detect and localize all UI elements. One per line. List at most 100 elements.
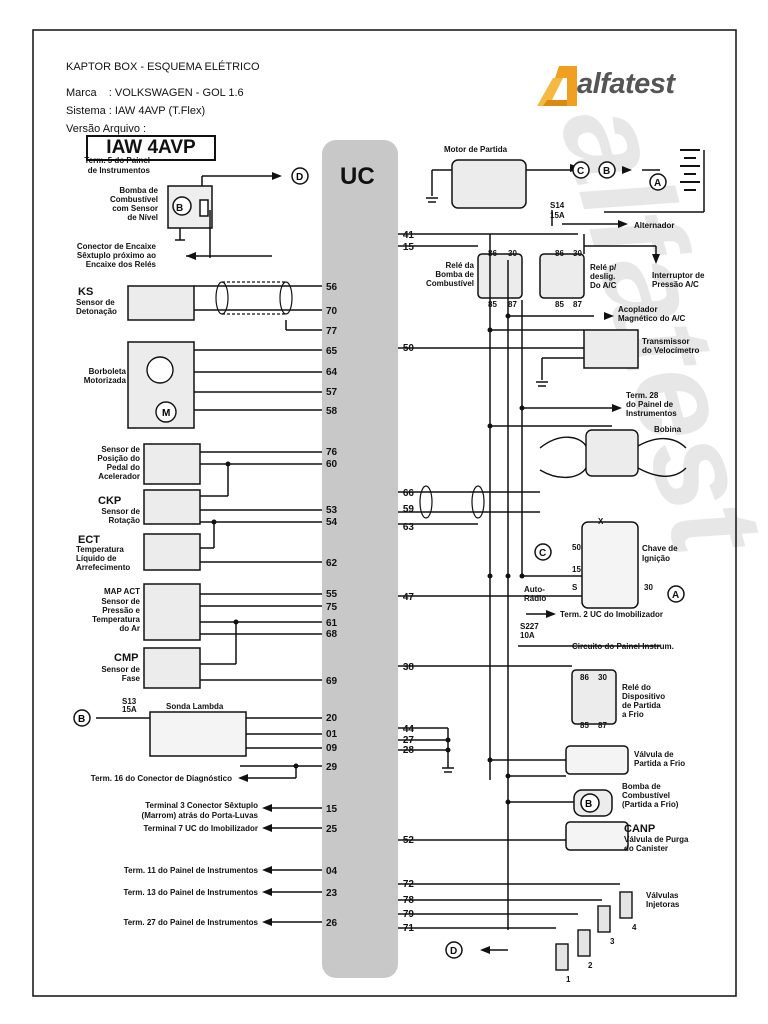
label-bomba-1: Bomba de — [119, 186, 158, 195]
label-ect-3: Arrefecimento — [76, 563, 130, 572]
label-s14-2: 15A — [550, 211, 565, 220]
sonda-box — [149, 711, 247, 757]
label-bobina: Bobina — [654, 425, 682, 434]
pin-68: 68 — [326, 629, 338, 640]
label-transmissor-2: do Velocímetro — [642, 346, 699, 355]
rele-ac-pin-85: 85 — [555, 300, 564, 309]
label-ks-1: Sensor de — [76, 298, 115, 307]
label-conector-3: Encaixe dos Relés — [86, 260, 157, 269]
label-term28-3: Instrumentos — [626, 409, 677, 418]
label-ckp-1: Sensor de — [101, 507, 140, 516]
pin-56: 56 — [326, 282, 338, 293]
ground-symbols — [426, 197, 548, 773]
circle-c-top — [572, 161, 590, 179]
label-pedal-3: Pedal do — [107, 463, 140, 472]
right-top — [451, 159, 639, 851]
ect-sensor-box — [143, 533, 201, 571]
injector-num-1: 1 — [566, 975, 571, 984]
pin-61: 61 — [326, 618, 338, 629]
label-s14-1: S14 — [550, 201, 565, 210]
circle-a-mid — [667, 585, 685, 603]
pin-69: 69 — [326, 676, 338, 687]
label-motor: Motor de Partida — [444, 145, 508, 154]
circle-a-mid-label: A — [672, 590, 679, 601]
label-bomba-2: Combustível — [110, 195, 158, 204]
circle-b-top — [598, 161, 616, 179]
label-s227-1: S227 — [520, 622, 539, 631]
pin-47: 47 — [403, 592, 415, 603]
rele-partida-pin-87: 87 — [598, 721, 607, 730]
model-box: IAW 4AVP — [86, 135, 216, 161]
label-terminal3-1: Terminal 3 Conector Sêxtuplo — [145, 801, 258, 810]
map-sensor-box — [143, 583, 201, 641]
pin-50: 50 — [403, 343, 415, 354]
label-rele-partida-3: de Partida — [622, 701, 661, 710]
uc-label: UC — [340, 163, 375, 190]
borboleta-icons — [146, 356, 177, 423]
label-term13: Term. 13 do Painel de Instrumentos — [123, 888, 258, 897]
pin-01: 01 — [326, 729, 338, 740]
label-rele-partida-1: Relé do — [622, 683, 651, 692]
label-borboleta-1: Borboleta — [89, 367, 127, 376]
label-transmissor-1: Transmissor — [642, 337, 690, 346]
label-s227-2: 10A — [520, 631, 535, 640]
pin-09: 09 — [326, 743, 338, 754]
injector-2 — [577, 929, 591, 957]
rele-bomba-pin-85: 85 — [488, 300, 497, 309]
label-auto-radio-2: Rádio — [524, 594, 546, 603]
pin-52: 52 — [403, 835, 415, 846]
circle-c-mid — [534, 543, 552, 561]
pin-79: 79 — [403, 909, 415, 920]
label-rele-ac-2: deslig. — [590, 272, 615, 281]
chave-pin-s: S — [572, 583, 578, 592]
label-rele-ac-1: Relé p/ — [590, 263, 617, 272]
pin-70: 70 — [326, 306, 338, 317]
pedal-sensor-box — [143, 443, 201, 485]
label-canp-2: do Canister — [624, 844, 668, 853]
pin-25: 25 — [326, 824, 338, 835]
label-cmp-2: Fase — [122, 674, 141, 683]
label-rele-partida-4: a Frio — [622, 710, 644, 719]
pin-76: 76 — [326, 447, 338, 458]
pin-53: 53 — [326, 505, 338, 516]
label-rele-bomba-3: Combustível — [426, 279, 474, 288]
uc-module — [322, 140, 398, 978]
motor-m-symbol: M — [162, 408, 170, 419]
pin-64: 64 — [326, 367, 338, 378]
injector-4 — [619, 891, 633, 919]
pin-28: 28 — [403, 745, 415, 756]
label-valvula-partida-2: Partida a Frio — [634, 759, 685, 768]
pin-38: 38 — [403, 662, 415, 673]
label-ks-2: Detonação — [76, 307, 117, 316]
label-term11: Term. 11 do Painel de Instrumentos — [124, 866, 259, 875]
circle-d-bottom-label: D — [450, 946, 457, 957]
label-pedal-1: Sensor de — [101, 445, 140, 454]
label-s13-2: 15A — [122, 705, 137, 714]
circle-marker-labels: C B A C A D — [450, 166, 679, 957]
circle-d-bottom — [445, 941, 463, 959]
label-term16: Term. 16 do Conector de Diagnóstico — [91, 774, 232, 783]
label-term28-1: Term. 28 — [626, 391, 659, 400]
alfatest-a-icon — [537, 66, 577, 106]
injector-num-2: 2 — [588, 961, 593, 970]
label-bomba-3: com Sensor — [112, 204, 158, 213]
brand-logo: alfatest — [533, 64, 703, 108]
pin-57: 57 — [326, 387, 338, 398]
label-map-5: do Ar — [119, 624, 140, 633]
label-terminal7: Terminal 7 UC do Imobilizador — [143, 824, 258, 833]
circle-b-top-label: B — [603, 166, 610, 177]
versao-line: Versão Arquivo : — [66, 123, 147, 135]
battery-icon — [680, 149, 700, 191]
diagram-title: KAPTOR BOX - ESQUEMA ELÉTRICO — [66, 61, 260, 73]
rele-bomba-pin-87: 87 — [508, 300, 517, 309]
label-auto-radio-1: Auto- — [524, 585, 545, 594]
pin-75: 75 — [326, 602, 338, 613]
left-top-group — [167, 175, 272, 258]
label-sonda: Sonda Lambda — [166, 702, 224, 711]
label-bomba-partida-3: (Partida a Frio) — [622, 800, 679, 809]
label-cmp-1: Sensor de — [101, 665, 140, 674]
bobina — [539, 429, 687, 478]
label-term2: Term. 2 UC do Imobilizador — [560, 610, 663, 619]
